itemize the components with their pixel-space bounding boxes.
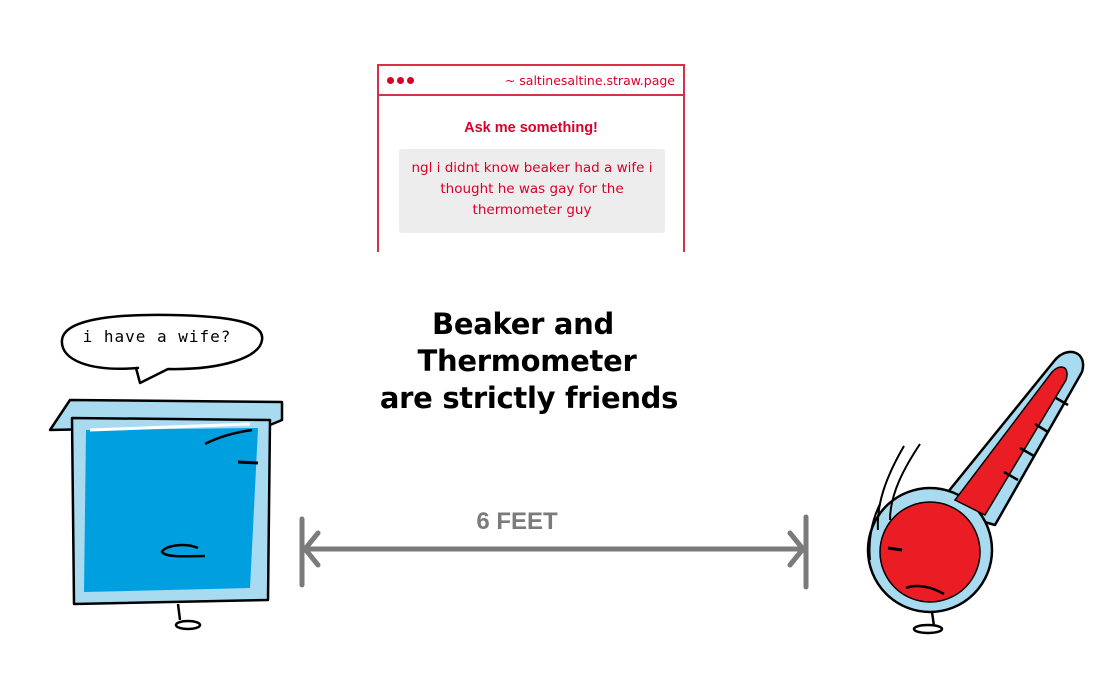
distance-arrow [299, 514, 809, 590]
message-line: ngl i didnt know beaker had a wife i [411, 160, 653, 176]
caption: Beaker and Thermometer are strictly frie… [372, 306, 682, 417]
ask-card-heading: Ask me something! [464, 120, 598, 136]
ask-card-url[interactable]: ~ saltinesaltine.straw.page [504, 73, 675, 88]
speech-bubble [60, 313, 264, 385]
ask-card-message: ngl i didnt know beaker had a wife i tho… [399, 149, 665, 233]
distance-label: 6 FEET [476, 508, 558, 535]
caption-line: are strictly friends [379, 381, 679, 415]
caption-line: Beaker and [432, 307, 614, 341]
beaker-icon [48, 398, 284, 631]
window-dot [387, 77, 394, 84]
caption-line: Thermometer [417, 344, 637, 378]
ask-card-titlebar: ~ saltinesaltine.straw.page [379, 66, 683, 96]
thermometer-icon [866, 350, 1085, 635]
message-line: thermometer guy [472, 202, 592, 218]
speech-bubble-text: i have a wife? [82, 327, 232, 346]
message-line: thought he was gay for the [440, 181, 624, 197]
ask-card: ~ saltinesaltine.straw.page Ask me somet… [377, 64, 685, 252]
window-dot [397, 77, 404, 84]
window-dot [407, 77, 414, 84]
window-dots-icon [387, 77, 414, 84]
